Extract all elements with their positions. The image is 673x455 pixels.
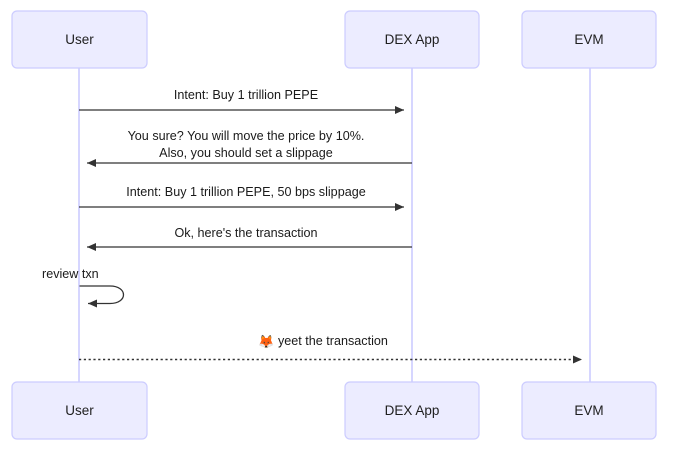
actor-header-evm[interactable]: EVM	[521, 10, 657, 69]
message-yeet-the-transaction[interactable]: 🦊 yeet the transaction	[79, 334, 582, 364]
message-intent-buy-pepe-with-slippage[interactable]: Intent: Buy 1 trillion PEPE, 50 bps slip…	[79, 185, 404, 211]
actor-label-evm-top: EVM	[574, 32, 603, 47]
actor-box-user-bottom[interactable]	[11, 381, 148, 440]
actor-box-dex-top[interactable]	[344, 10, 480, 69]
message-label-3: Intent: Buy 1 trillion PEPE, 50 bps slip…	[126, 185, 365, 199]
message-arrow-5-loop	[79, 285, 125, 308]
message-label-6: yeet the transaction	[278, 334, 388, 348]
actor-footer-dex[interactable]: DEX App	[344, 381, 480, 440]
actor-box-evm-bottom[interactable]	[521, 381, 657, 440]
actor-label-dex-top: DEX App	[385, 32, 440, 47]
message-label-1: Intent: Buy 1 trillion PEPE	[174, 88, 318, 102]
actor-footer-evm[interactable]: EVM	[521, 381, 657, 440]
actor-box-user-top[interactable]	[11, 10, 148, 69]
message-intent-buy-pepe[interactable]: Intent: Buy 1 trillion PEPE	[79, 88, 404, 114]
fox-icon: 🦊	[258, 334, 274, 350]
actor-box-evm-top[interactable]	[521, 10, 657, 69]
actor-label-user-top: User	[65, 32, 94, 47]
message-label-2-line2: Also, you should set a slippage	[159, 146, 333, 160]
message-you-sure-slippage-warning[interactable]: You sure? You will move the price by 10%…	[87, 129, 412, 167]
lifelines	[78, 68, 591, 383]
message-label-2-line1: You sure? You will move the price by 10%…	[128, 129, 365, 143]
actor-header-user[interactable]: User	[11, 10, 148, 69]
message-ok-heres-the-transaction[interactable]: Ok, here's the transaction	[87, 226, 412, 251]
actor-header-dex[interactable]: DEX App	[344, 10, 480, 69]
message-label-5: review txn	[42, 267, 99, 281]
actor-label-user-bottom: User	[65, 403, 94, 418]
actor-footer-user[interactable]: User	[11, 381, 148, 440]
actor-box-dex-bottom[interactable]	[344, 381, 480, 440]
message-review-txn-self-loop[interactable]: review txn	[42, 267, 125, 308]
actor-label-dex-bottom: DEX App	[385, 403, 440, 418]
actor-label-evm-bottom: EVM	[574, 403, 603, 418]
message-label-4: Ok, here's the transaction	[174, 226, 317, 240]
